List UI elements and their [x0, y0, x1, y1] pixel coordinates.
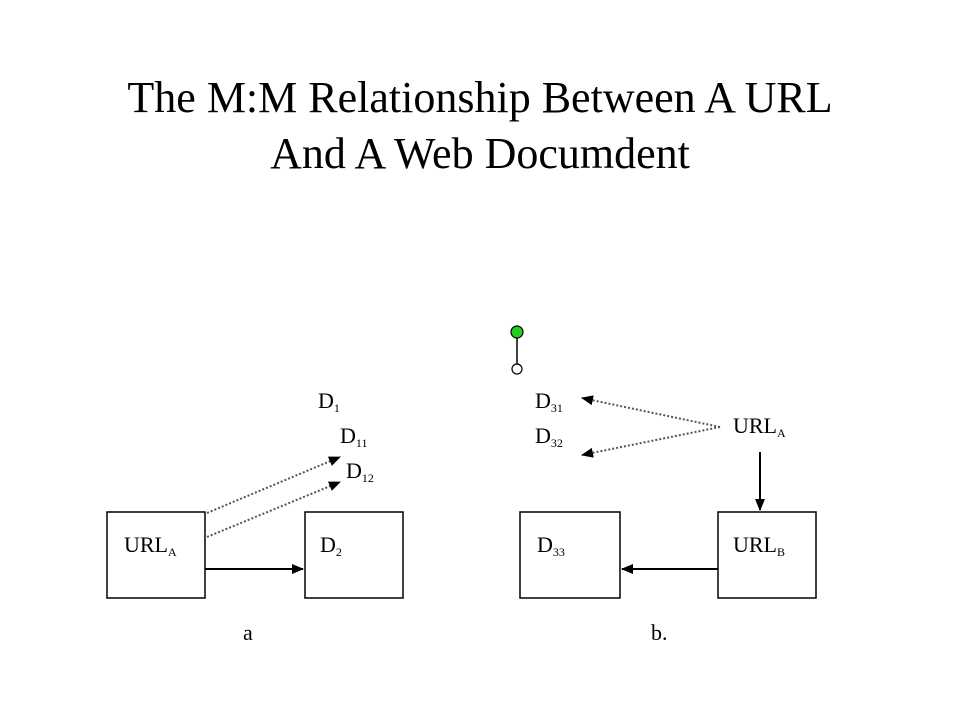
label-d32: D32	[535, 423, 563, 450]
title-line-2: And A Web Documdent	[270, 129, 690, 178]
dotted-arrow-to-d32	[581, 426, 721, 458]
label-d1: D1	[318, 388, 340, 415]
selection-handle-icon[interactable]	[511, 363, 523, 375]
doc-box-d2	[304, 511, 404, 599]
diagram-b: D33 URLB URLA D31 D32	[510, 325, 817, 645]
dotted-arrow-to-d31	[581, 395, 721, 428]
doc-box-d33-label: D33	[537, 532, 565, 559]
url-box-a-label: URLA	[124, 532, 177, 559]
slide-title: The M:M Relationship Between A URL And A…	[0, 70, 960, 182]
url-box-a	[106, 511, 206, 599]
doc-box-d33	[519, 511, 621, 599]
url-box-b-label: URLB	[733, 532, 785, 559]
label-d11: D11	[340, 423, 367, 450]
dotted-arrow-to-d11	[206, 456, 341, 514]
diagram-a: URLA D2 D1 D11 D12 a	[106, 388, 404, 645]
label-d12: D12	[346, 458, 374, 485]
title-line-1: The M:M Relationship Between A URL	[127, 73, 833, 122]
caption-a: a	[243, 620, 253, 645]
url-box-b	[717, 511, 817, 599]
doc-box-d2-label: D2	[320, 532, 342, 559]
caption-b: b.	[651, 620, 668, 645]
rotation-handle-icon[interactable]	[510, 325, 524, 339]
label-url-a: URLA	[733, 413, 786, 440]
label-d31: D31	[535, 388, 563, 415]
